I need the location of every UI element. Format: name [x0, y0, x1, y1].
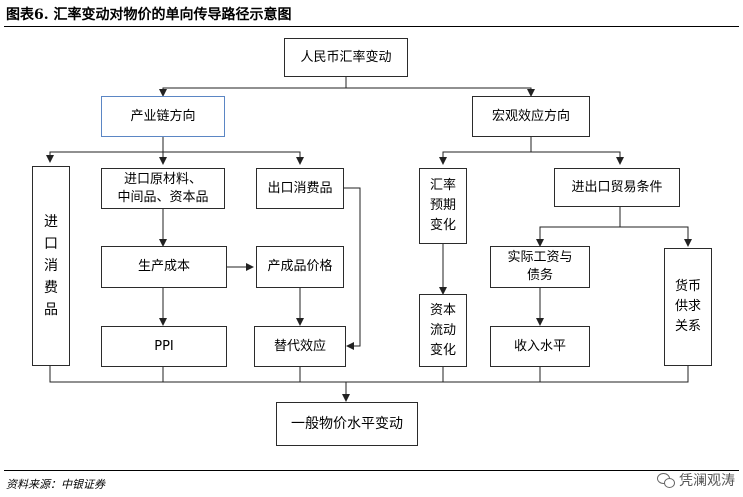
node-text-line: 汇率 — [429, 178, 456, 193]
node-ppi: PPI — [101, 326, 227, 367]
node-text-line: 口 — [44, 236, 58, 252]
node-fx-expectation: 汇率 预期 变化 — [419, 168, 467, 244]
node-text-line: 供求 — [674, 299, 701, 314]
node-text-line: 变化 — [429, 218, 456, 233]
node-production-cost: 生产成本 — [101, 246, 227, 288]
figure-title: 图表6. 汇率变动对物价的单向传导路径示意图 — [6, 7, 292, 23]
node-general-price-level: 一般物价水平变动 — [276, 402, 418, 446]
node-text-line: 变化 — [429, 342, 456, 358]
node-rmb-exchange-rate: 人民币汇率变动 — [284, 38, 408, 77]
node-text-line: 债务 — [526, 268, 553, 283]
node-import-consumer-goods: 进 口 消 费 品 — [32, 166, 70, 366]
node-text-line: 中间品、资本品 — [117, 189, 209, 205]
node-text-line: 流动 — [429, 322, 456, 338]
node-text-line: 预期 — [429, 198, 456, 213]
node-product-price: 产成品价格 — [256, 246, 344, 288]
watermark: 凭澜观涛 — [657, 470, 735, 490]
node-text-line: 货币 — [674, 279, 701, 294]
node-trade-terms: 进出口贸易条件 — [554, 168, 680, 207]
top-rule — [4, 26, 739, 27]
node-text-line: 进口原材料、 — [123, 171, 202, 187]
node-substitution-effect: 替代效应 — [254, 326, 346, 367]
watermark-text: 凭澜观涛 — [679, 473, 735, 489]
node-text-line: 品 — [44, 302, 58, 318]
node-export-consumer-goods: 出口消费品 — [256, 168, 344, 209]
source-note: 资料来源：中银证券 — [6, 478, 105, 491]
node-text-line: 费 — [44, 280, 58, 296]
node-money-supply-demand: 货币 供求 关系 — [664, 248, 712, 366]
node-industry-chain: 产业链方向 — [101, 96, 225, 137]
wechat-icon — [657, 473, 675, 488]
node-real-wages-debt: 实际工资与 债务 — [490, 246, 590, 288]
node-capital-flow: 资本 流动 变化 — [419, 294, 467, 367]
node-import-raw-materials: 进口原材料、 中间品、资本品 — [101, 168, 225, 209]
node-text-line: 关系 — [674, 319, 701, 334]
node-text-line: 实际工资与 — [507, 250, 573, 265]
node-text-line: 进 — [44, 214, 58, 230]
node-macro-effect: 宏观效应方向 — [472, 96, 590, 137]
node-text-line: 资本 — [429, 302, 456, 318]
node-income-level: 收入水平 — [490, 326, 590, 367]
bottom-rule — [4, 470, 739, 471]
node-text-line: 消 — [44, 258, 58, 274]
